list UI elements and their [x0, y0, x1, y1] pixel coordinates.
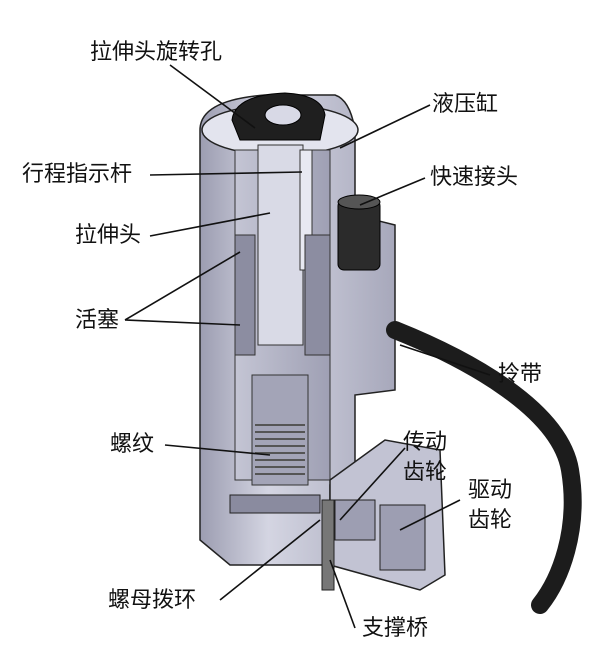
- label-quick-coupler: 快速接头: [430, 165, 519, 190]
- support-bridge: [321, 499, 335, 591]
- label-piston: 活塞: [75, 308, 120, 333]
- label-stroke-indicator: 行程指示杆: [22, 162, 133, 187]
- label-support-bridge: 支撑桥: [362, 616, 429, 641]
- quick-coupler-body: [337, 199, 381, 271]
- label-tension-head: 拉伸头: [75, 223, 142, 248]
- leader-lines: [124, 64, 491, 629]
- transmission-gear: [334, 499, 376, 541]
- nut-ring: [229, 494, 321, 514]
- rotation-hole: [264, 104, 302, 126]
- thread-zone: [251, 374, 309, 486]
- thread-lines: [255, 424, 305, 475]
- tension-head-rod: [257, 144, 304, 346]
- strap: [386, 321, 582, 614]
- label-thread: 螺纹: [110, 432, 155, 457]
- quick-coupler-top: [337, 194, 381, 210]
- label-transmission-gear-line1: 传动: [403, 430, 448, 455]
- label-drive-gear-line2: 齿轮: [468, 508, 513, 533]
- label-transmission-gear-line2: 齿轮: [403, 460, 448, 485]
- label-strap: 拎带: [498, 362, 543, 387]
- label-drive-gear-line1: 驱动: [468, 478, 513, 503]
- piston-section-right: [304, 234, 331, 356]
- drive-gear: [379, 504, 426, 571]
- label-nut-ring: 螺母拨环: [108, 588, 197, 613]
- label-hydraulic-cylinder: 液压缸: [432, 92, 499, 117]
- label-rotation-hole: 拉伸头旋转孔: [90, 40, 223, 65]
